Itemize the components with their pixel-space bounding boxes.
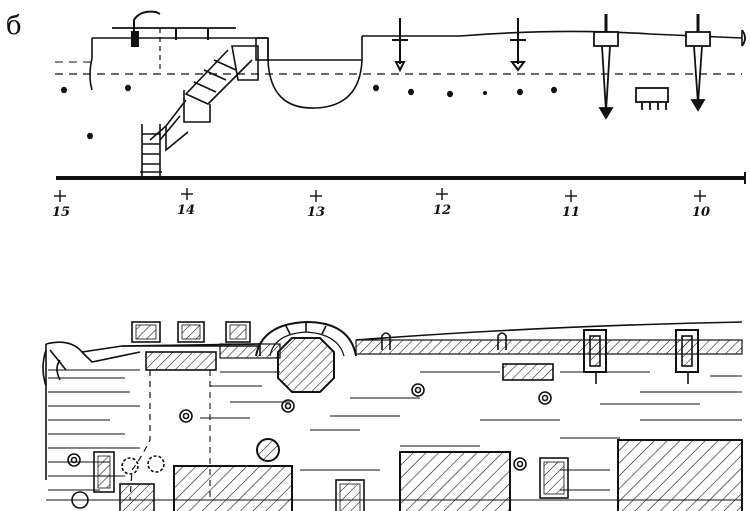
frame-labels: 15 14 13 12 11 10 <box>52 203 710 220</box>
turret <box>277 337 335 393</box>
deck-line <box>92 30 743 39</box>
deck-posts <box>392 18 526 73</box>
frame-label-14: 14 <box>177 203 195 218</box>
plan-view <box>42 320 743 511</box>
sponson-recess <box>267 36 363 109</box>
scuttles <box>61 84 557 140</box>
frame-label-15: 15 <box>52 205 70 220</box>
frame-label-10: 10 <box>692 205 710 220</box>
frame-label-12: 12 <box>433 203 451 218</box>
accommodation-ladder <box>140 37 269 176</box>
figure-label: б <box>6 11 22 41</box>
frame-marks <box>54 188 706 202</box>
crane <box>112 10 236 70</box>
frame-label-13: 13 <box>307 205 325 220</box>
side-elevation <box>55 30 746 184</box>
frame-label-11: 11 <box>562 205 580 220</box>
anchor-gear <box>593 14 746 120</box>
